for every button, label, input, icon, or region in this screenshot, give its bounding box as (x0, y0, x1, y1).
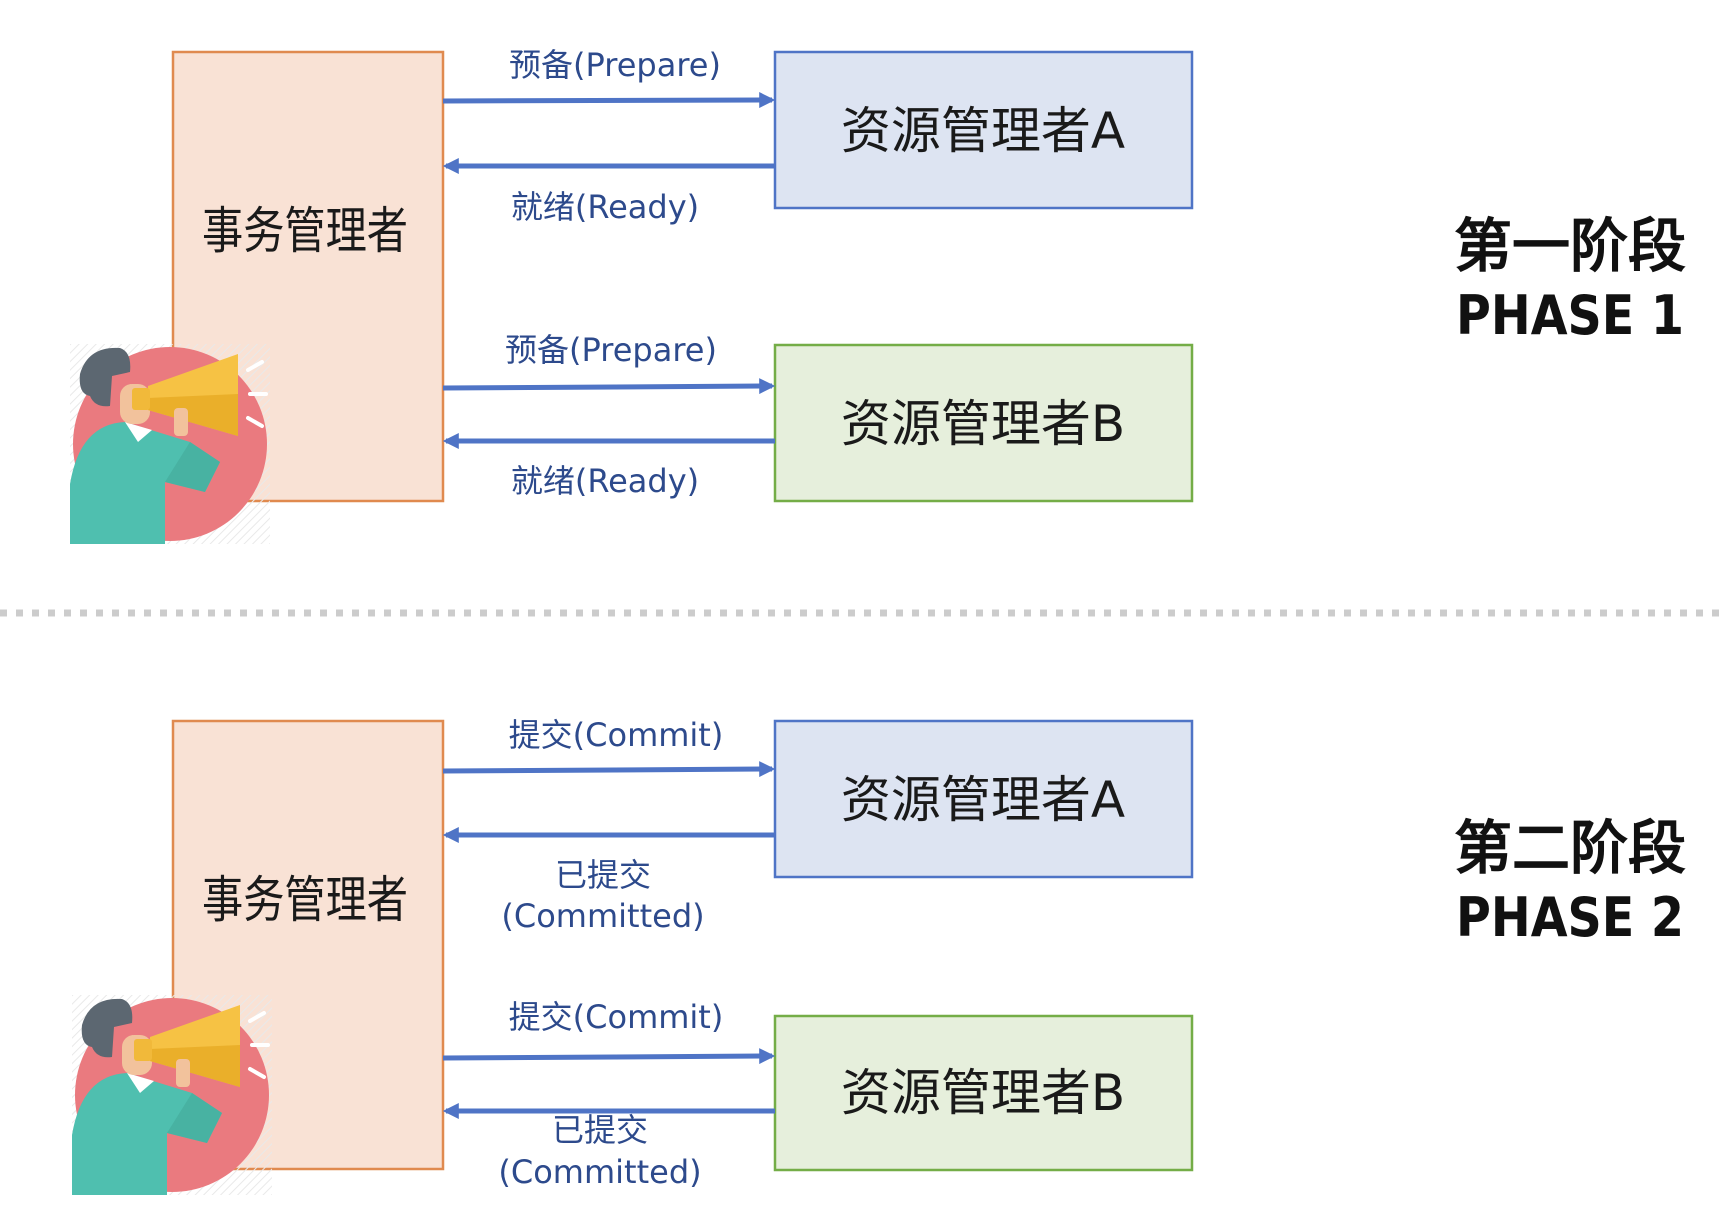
resource-manager-a-label: 资源管理者A (841, 102, 1125, 160)
resource-manager-a-box (773, 50, 1194, 210)
ready-label-a: 就绪(Ready) (511, 188, 699, 226)
commit-arrow-b (442, 1048, 776, 1065)
committed-label-a-line2: (Committed) (501, 897, 704, 935)
prepare-label-a: 预备(Prepare) (509, 46, 721, 84)
megaphone-person-icon (70, 993, 274, 1197)
megaphone-person-icon (68, 342, 272, 546)
committed-label-a-line1: 已提交 (555, 856, 651, 894)
prepare-arrow-a (442, 92, 776, 109)
committed-label-b-line1: 已提交 (552, 1111, 648, 1149)
phase1-title-cn: 第一阶段 (1454, 212, 1686, 280)
phase1-title-en: PHASE 1 (1456, 284, 1684, 347)
ready-label-b: 就绪(Ready) (511, 462, 699, 500)
commit-label-a: 提交(Commit) (509, 716, 724, 754)
resource-manager-b-box (773, 343, 1194, 503)
prepare-arrow-b (442, 378, 776, 395)
resource-manager-a-label: 资源管理者A (841, 771, 1125, 829)
transaction-manager-label: 事务管理者 (202, 202, 408, 260)
phase1-group: 事务管理者 资源管理者A 资源管理者B 预备(Prepare) 就绪(Ready… (68, 46, 1686, 546)
resource-manager-b-label: 资源管理者B (841, 1064, 1125, 1122)
resource-manager-b-box (773, 1014, 1194, 1172)
resource-manager-a-box (773, 719, 1194, 879)
resource-manager-b-label: 资源管理者B (841, 395, 1125, 453)
transaction-manager-label: 事务管理者 (202, 871, 408, 929)
phase2-title-cn: 第二阶段 (1454, 814, 1686, 882)
phase2-group: 事务管理者 资源管理者A 资源管理者B 提交(Commit) 已提交 (Comm… (70, 716, 1686, 1197)
prepare-label-b: 预备(Prepare) (505, 331, 717, 369)
commit-label-b: 提交(Commit) (509, 998, 724, 1036)
phase2-title-en: PHASE 2 (1456, 886, 1684, 949)
commit-arrow-a (442, 761, 776, 778)
committed-label-b-line2: (Committed) (498, 1153, 701, 1191)
